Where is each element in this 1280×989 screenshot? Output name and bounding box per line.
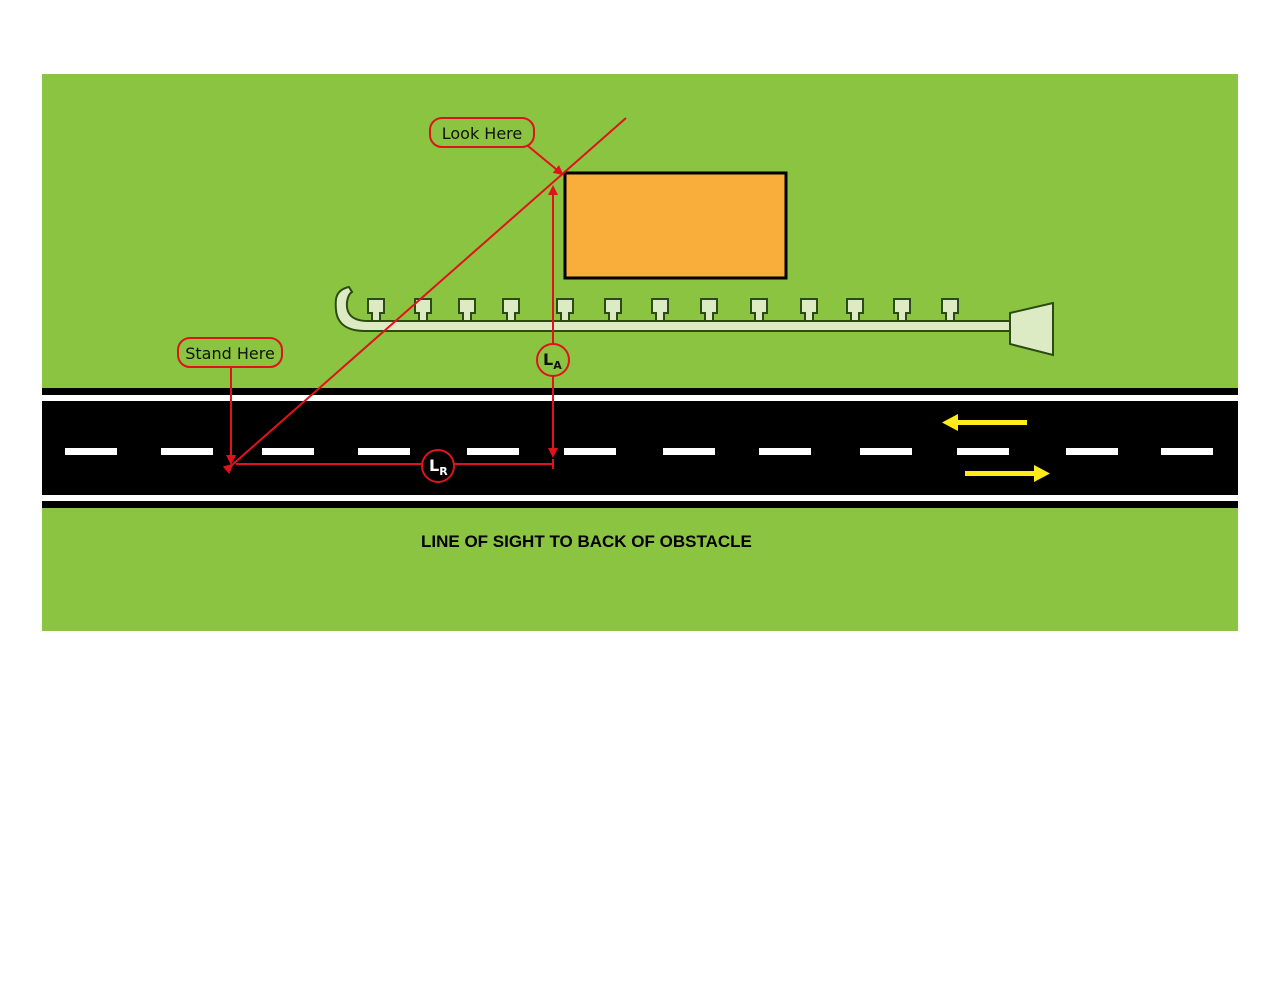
- look-here-label: Look Here: [442, 124, 523, 143]
- sprinkler-head: [604, 298, 622, 322]
- sprinkler-head: [893, 298, 911, 322]
- caption: LINE OF SIGHT TO BACK OF OBSTACLE: [421, 532, 752, 551]
- sprinkler-head: [556, 298, 574, 322]
- sprinkler-head: [941, 298, 959, 322]
- lane-dash: [467, 448, 519, 455]
- sprinkler-head: [800, 298, 818, 322]
- look-here-box: [429, 117, 535, 148]
- obstacle-rectangle: [563, 171, 788, 280]
- stand-here-label: Stand Here: [185, 344, 275, 363]
- lane-dash: [663, 448, 715, 455]
- lr-symbol: LR: [429, 456, 448, 478]
- road: [42, 388, 1238, 508]
- traffic-arrow-right: [965, 465, 1050, 482]
- sprinkler-head: [846, 298, 864, 322]
- lane-dash: [564, 448, 616, 455]
- sprinkler-head: [367, 298, 385, 322]
- lane-dash: [759, 448, 811, 455]
- sprinkler-head: [502, 298, 520, 322]
- lane-dash: [1161, 448, 1213, 455]
- hose-with-sprinklers: [334, 285, 1054, 357]
- lane-dash: [957, 448, 1009, 455]
- sprinkler-head: [651, 298, 669, 322]
- look-here-pointer: [527, 145, 564, 176]
- lane-dash: [262, 448, 314, 455]
- lane-dash: [358, 448, 410, 455]
- sprinkler-head: [458, 298, 476, 322]
- annotations: [177, 117, 627, 483]
- center-dashes: [65, 448, 1213, 455]
- lane-dash: [1066, 448, 1118, 455]
- traffic-arrow-left: [942, 414, 1027, 431]
- sprinkler-head: [414, 298, 432, 322]
- la-circle: [536, 343, 570, 377]
- sight-line: [222, 117, 627, 475]
- nozzle: [1009, 301, 1054, 357]
- sprinkler-head: [700, 298, 718, 322]
- lane-dash: [860, 448, 912, 455]
- sprinkler-head: [750, 298, 768, 322]
- stand-here-box: [177, 337, 283, 368]
- lr-circle: [421, 449, 455, 483]
- la-symbol: LA: [543, 350, 562, 372]
- lane-dash: [161, 448, 213, 455]
- lane-dash: [65, 448, 117, 455]
